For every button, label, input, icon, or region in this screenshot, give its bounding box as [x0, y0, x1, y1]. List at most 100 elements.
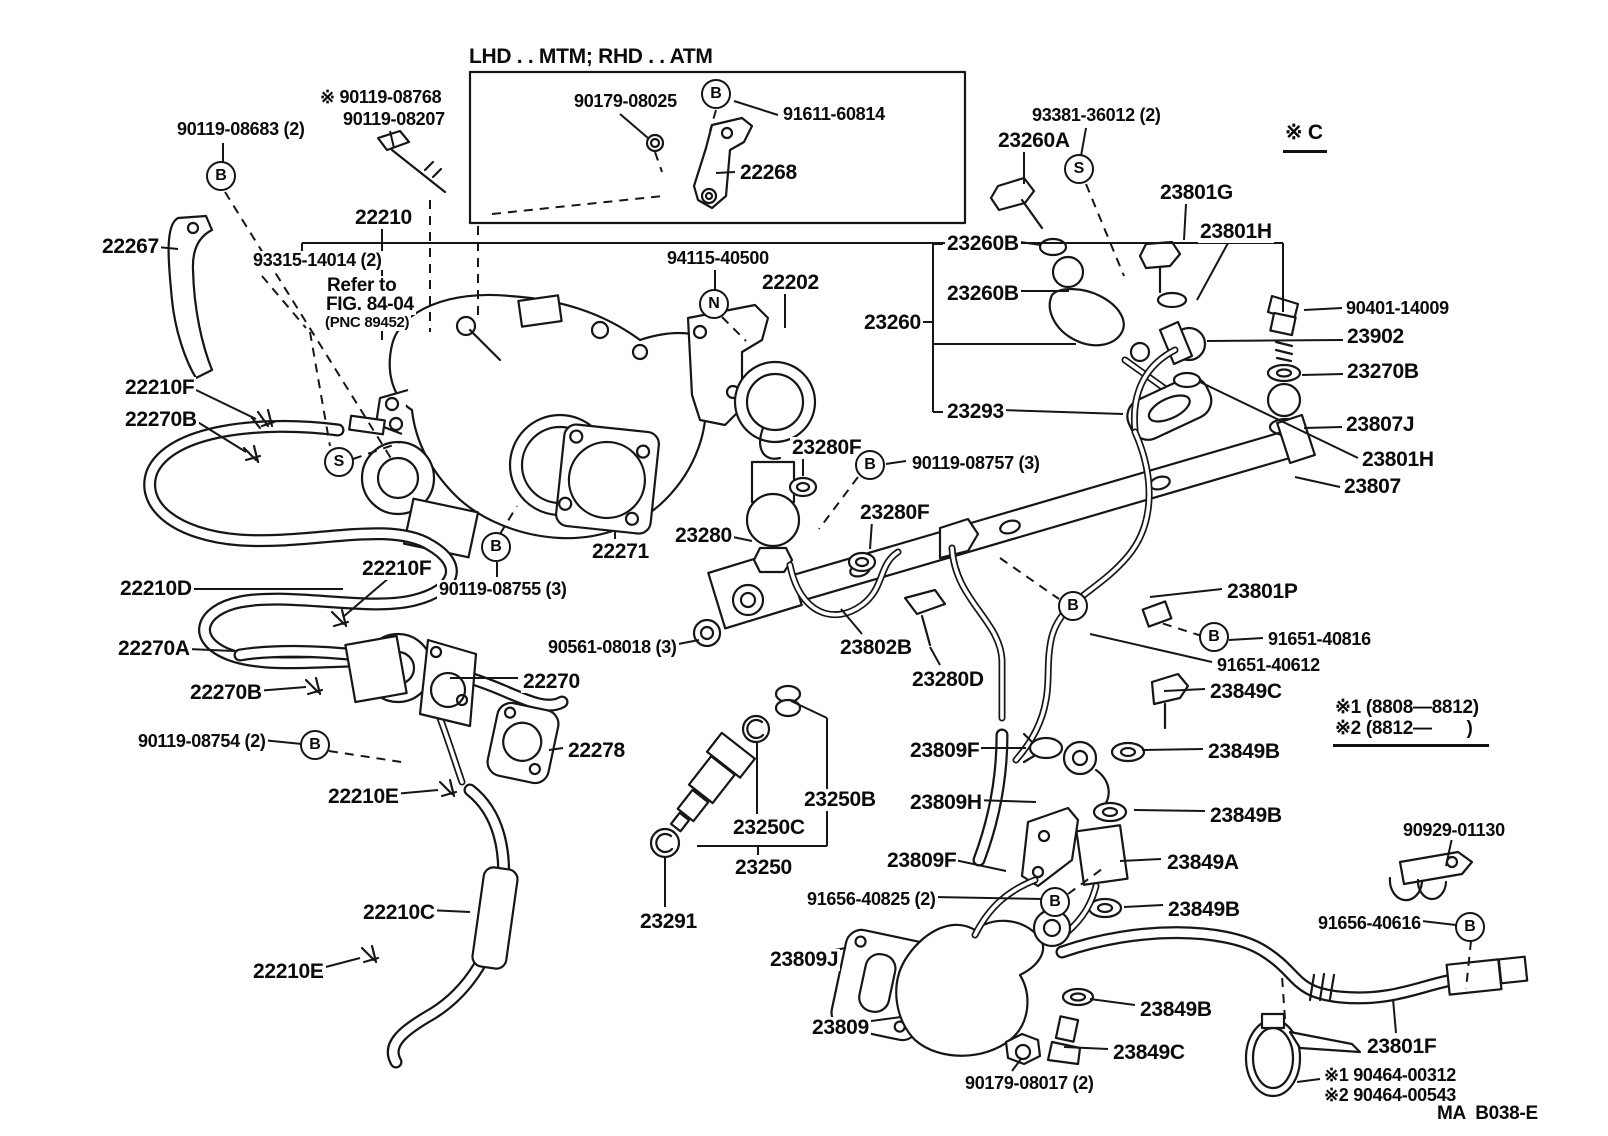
- callout-marker-B: B: [701, 79, 731, 109]
- part-label: 91651-40612: [1215, 655, 1322, 675]
- part-label: 22271: [590, 540, 651, 563]
- leader-line: [548, 747, 564, 751]
- part-label: 23801G: [1158, 181, 1235, 204]
- part-label: 22270B: [188, 681, 264, 704]
- part-label: 94115-40500: [665, 248, 771, 268]
- leader-line: [1163, 688, 1206, 692]
- leader-line-dashed: [999, 557, 1060, 600]
- part-label: 23280D: [910, 668, 986, 691]
- callout-marker-B: B: [1455, 912, 1485, 942]
- leader-line-dashed: [499, 505, 518, 535]
- part-label: 23809F: [885, 849, 959, 872]
- leader-line: [195, 389, 257, 420]
- part-label: 23849B: [1208, 804, 1284, 827]
- hose-network: [150, 408, 562, 1062]
- leader-line-dashed: [224, 191, 393, 461]
- part-label: 23260A: [996, 129, 1072, 152]
- injector-assembly: [649, 684, 802, 859]
- leader-line: [840, 608, 863, 635]
- leader-line-dashed: [818, 476, 859, 530]
- part-label: 22278: [566, 739, 627, 762]
- leader-line: [1303, 426, 1343, 429]
- part-label: 23807: [1342, 475, 1403, 498]
- part-label: 23809F: [908, 739, 982, 762]
- leader-line: [1063, 1046, 1109, 1050]
- part-label: 23807J: [1344, 413, 1417, 436]
- part-label: 23849B: [1206, 740, 1282, 763]
- part-label: 23293: [945, 400, 1006, 423]
- leader-line: [1133, 809, 1206, 812]
- part-label: 22270: [521, 670, 582, 693]
- part-label: 22210F: [123, 376, 197, 399]
- leader-line: [619, 113, 649, 139]
- part-label: 23849B: [1138, 998, 1214, 1021]
- callout-marker-B: B: [1040, 887, 1070, 917]
- part-label: 23801P: [1225, 580, 1300, 603]
- leader-line: [389, 130, 395, 149]
- leader-line-dashed: [1085, 183, 1125, 277]
- leader-line: [1392, 998, 1397, 1034]
- leader-line: [929, 646, 941, 666]
- leader-line: [1119, 858, 1162, 862]
- leader-line: [949, 858, 1007, 872]
- leader-line: [932, 896, 1043, 900]
- part-label: 91611-60814: [781, 104, 887, 124]
- part-label: 23802B: [838, 636, 914, 659]
- part-label: ※1 90464-00312: [1322, 1065, 1458, 1085]
- part-label: 91651-40816: [1266, 629, 1373, 649]
- leader-line: [1183, 203, 1187, 241]
- return-pipe: [952, 432, 1173, 860]
- leader-line: [1445, 837, 1453, 867]
- part-label: 91656-40825 (2): [805, 889, 938, 909]
- leader-line: [255, 686, 307, 692]
- leader-line-dashed: [1281, 975, 1286, 1020]
- leader-line: [999, 409, 1124, 415]
- inset-box: [468, 70, 967, 225]
- part-label: ※2 (8812— ): [1333, 718, 1475, 739]
- part-label: LHD . . MTM; RHD . . ATM: [467, 45, 715, 68]
- leader-line: [342, 576, 391, 618]
- leader-line: [393, 789, 439, 795]
- part-label: 90179-08025: [572, 91, 679, 111]
- leader-line-dashed: [654, 151, 663, 173]
- part-label: 23902: [1345, 325, 1406, 348]
- leader-line: [1089, 998, 1136, 1006]
- part-label: 93381-36012 (2): [1030, 105, 1163, 125]
- throttle-body: [348, 293, 725, 559]
- part-label: 22267: [100, 235, 161, 258]
- leader-line: [1089, 633, 1213, 663]
- part-label: 90401-14009: [1344, 298, 1451, 318]
- leader-line-dashed: [352, 442, 400, 460]
- part-label: 23270B: [1345, 360, 1421, 383]
- part-label: 23801F: [1365, 1035, 1439, 1058]
- leader-line: [195, 420, 247, 453]
- leader-line: [715, 171, 736, 174]
- bolt-and-brackets: [167, 129, 447, 380]
- leader-line: [1123, 904, 1164, 908]
- part-label: 90119-08755 (3): [437, 579, 569, 599]
- pressure-regulator: [692, 460, 947, 648]
- leader-line: [1296, 1078, 1321, 1083]
- leader-line: [1303, 307, 1343, 311]
- part-label: 22202: [760, 271, 821, 294]
- part-label: (PNC 89452): [323, 314, 412, 331]
- part-label: 93315-14014 (2): [251, 250, 384, 270]
- underline-rule: [1333, 744, 1489, 747]
- part-label: ※1 (8808—8812): [1333, 697, 1481, 718]
- part-label: 23849C: [1111, 1041, 1187, 1064]
- part-label: 22268: [738, 161, 799, 184]
- leader-line: [790, 700, 828, 719]
- hose-bracket-and-clamp: [1244, 850, 1474, 1098]
- part-label: FIG. 84-04: [324, 294, 416, 315]
- callout-marker-B: B: [206, 161, 236, 191]
- leader-line: [1196, 242, 1229, 301]
- part-label: 23280: [673, 524, 734, 547]
- part-label: 22210D: [118, 577, 194, 600]
- part-label: ※ 90119-08768: [318, 87, 444, 107]
- part-label: 23849A: [1165, 851, 1241, 874]
- leader-line: [187, 648, 235, 652]
- part-label: 90119-08683 (2): [175, 119, 307, 139]
- leader-line: [1199, 381, 1359, 459]
- part-label: 22210E: [251, 960, 326, 983]
